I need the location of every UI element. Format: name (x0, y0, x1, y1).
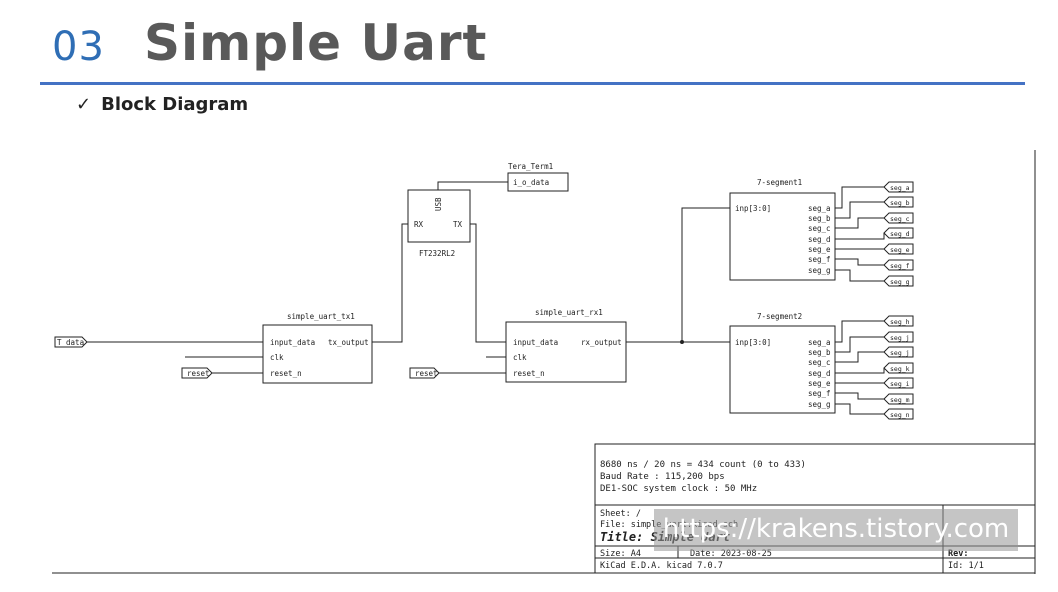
seg1-net: seg_c (890, 215, 910, 223)
label-reset-tx-box (181, 367, 213, 379)
seg2-net: seg_j (890, 349, 910, 357)
note-line: DE1-SOC system clock : 50 MHz (600, 484, 757, 494)
tera-term-name: Tera_Term1 (508, 162, 553, 171)
title-block-frame (594, 443, 1036, 574)
seg1-pin: seg_c (808, 224, 831, 233)
seg2-pin: seg_f (808, 389, 831, 398)
seg2-net: seg_h (890, 318, 910, 326)
uart-tx-block (262, 324, 373, 384)
slide-header: 03 Simple Uart (52, 10, 1032, 80)
watermark: https://krakens.tistory.com (654, 509, 1018, 551)
seg2-net: seg_k (890, 365, 910, 373)
seg1-pin: seg_d (808, 235, 831, 244)
label-reset-rx-box (409, 367, 440, 379)
seg2-net: seg_j (890, 334, 910, 342)
seg2-net: seg_n (890, 411, 910, 419)
seg1-pin: seg_e (808, 245, 831, 254)
ft232-block (407, 189, 471, 243)
bullet-item: ✓ Block Diagram (76, 94, 248, 115)
uart-tx-pin: clk (270, 353, 284, 362)
seg1-block (729, 192, 836, 281)
note-line: Baud Rate : 115,200 bps (600, 472, 725, 482)
tera-term-pin: i_o_data (513, 178, 549, 187)
wire-ft-tx-rx (470, 223, 506, 343)
tb-id: Id: 1/1 (948, 561, 984, 571)
seg1-pin: seg_b (808, 214, 831, 223)
bullet-label: Block Diagram (101, 94, 249, 115)
seg1-net: seg_a (890, 184, 910, 192)
uart-rx-pin: input_data (513, 338, 558, 347)
tb-kicad: KiCad E.D.A. kicad 7.0.7 (600, 561, 723, 571)
seg2-name: 7-segment2 (757, 312, 802, 321)
ft-rx-label: RX (414, 220, 424, 229)
seg1-net: seg_f (890, 262, 910, 270)
seg2-net: seg_m (890, 396, 910, 404)
wire-usb-tera (437, 181, 508, 190)
seg1-net: seg_b (890, 199, 910, 207)
seg1-net: seg_d (890, 230, 910, 238)
seg1-pin: seg_g (808, 266, 831, 275)
seg2-input: inp[3:0] (735, 338, 771, 347)
section-number: 03 (52, 24, 105, 70)
wire-rx-seg1 (681, 207, 730, 342)
reset-label: reset (187, 369, 210, 378)
uart-rx-block (505, 321, 627, 383)
seg1-name: 7-segment1 (757, 178, 802, 187)
seg2-pin: seg_c (808, 358, 831, 367)
uart-tx-out: tx_output (328, 338, 369, 347)
note-line: 8680 ns / 20 ns = 434 count (0 to 433) (600, 460, 806, 470)
seg1-pin: seg_f (808, 255, 831, 264)
header-divider (40, 82, 1025, 85)
seg2-block (729, 325, 836, 414)
slide-title: Simple Uart (144, 14, 488, 72)
tb-sheet: Sheet: / (600, 509, 641, 519)
seg1-pin: seg_a (808, 204, 831, 213)
uart-tx-pin: reset_n (270, 369, 302, 378)
label-tdata-box (54, 336, 88, 348)
tb-date: Date: 2023-08-25 (690, 549, 772, 559)
uart-rx-out: rx_output (581, 338, 622, 347)
seg2-pin: seg_g (808, 400, 831, 409)
uart-tx-pin: input_data (270, 338, 315, 347)
seg2-net: seg_i (890, 380, 910, 388)
seg2-pin: seg_e (808, 379, 831, 388)
reset-label: reset (415, 369, 438, 378)
uart-rx-pin: clk (513, 353, 527, 362)
uart-rx-name: simple_uart_rx1 (535, 308, 603, 317)
uart-rx-pin: reset_n (513, 369, 545, 378)
ft-tx-label: TX (453, 220, 463, 229)
tdata-label: T_data (57, 338, 84, 347)
seg1-input: inp[3:0] (735, 204, 771, 213)
tb-size: Size: A4 (600, 549, 641, 559)
wire-tx-out-rx (372, 223, 408, 343)
seg2-pin: seg_d (808, 369, 831, 378)
uart-tx-name: simple_uart_tx1 (287, 312, 355, 321)
tb-rev: Rev: (948, 549, 968, 559)
seg1-net: seg_e (890, 246, 910, 254)
seg1-net: seg_g (890, 278, 910, 286)
usb-label: USB (434, 197, 443, 211)
seg2-pin: seg_b (808, 348, 831, 357)
seg2-pin: seg_a (808, 338, 831, 347)
ft232-name: FT232RL2 (419, 249, 455, 258)
checkmark-icon: ✓ (76, 94, 92, 115)
junction-dot (680, 340, 684, 344)
